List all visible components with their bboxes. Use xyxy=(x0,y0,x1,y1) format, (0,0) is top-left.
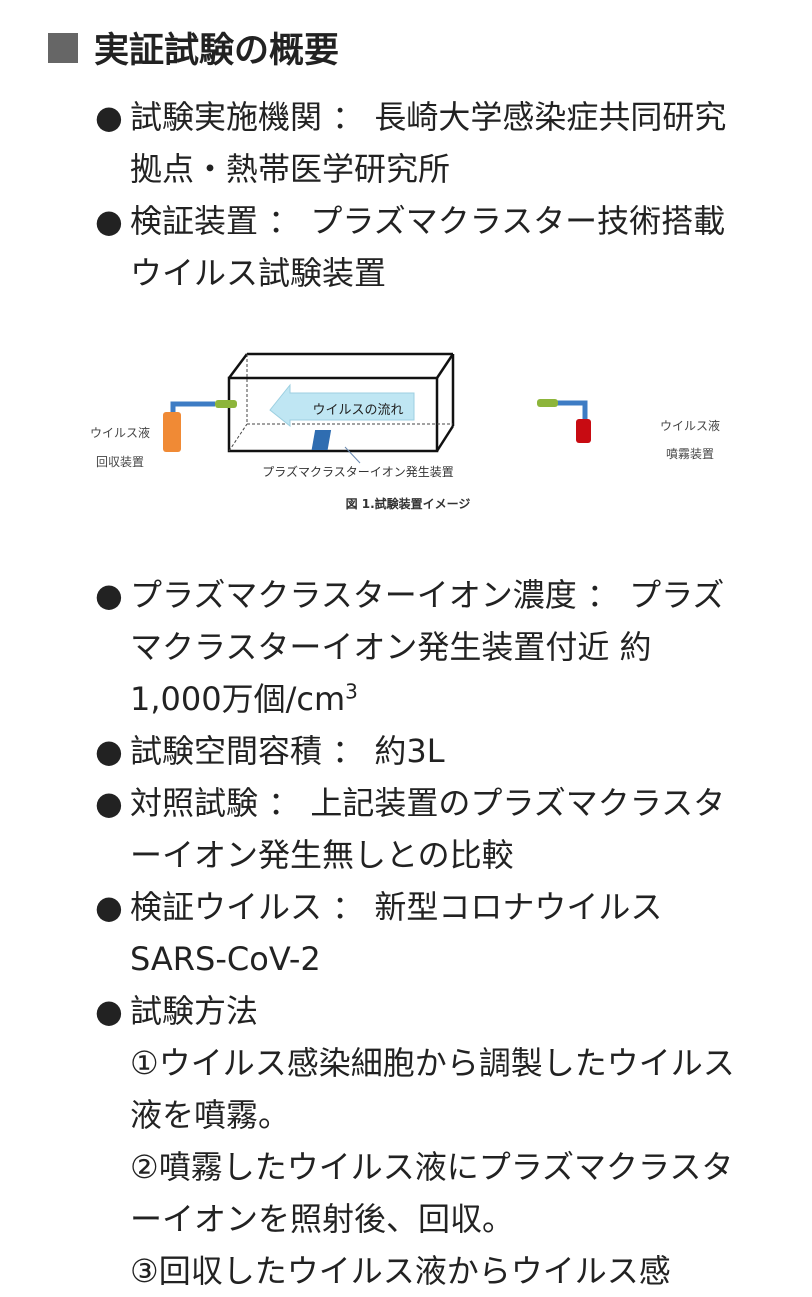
top-list: ●試験実施機関 ： 長崎大学感染症共同研究拠点・熱帯医学研究所 ●検証装置 ： … xyxy=(95,91,740,299)
item-text: 試験実施機関 ： 長崎大学感染症共同研究拠点・熱帯医学研究所 xyxy=(130,98,727,188)
generator-label: プラズマクラスターイオン発生装置 xyxy=(262,464,454,479)
collect-label: ウイルス液 xyxy=(90,425,150,440)
list-item: ●プラズマクラスターイオン濃度 ： プラズマクラスターイオン発生装置付近 約1,… xyxy=(95,569,740,725)
item-text: 試験空間容積 ： 約3L xyxy=(130,732,445,770)
step: ①ウイルス感染細胞から調製したウイルス液を噴霧。 xyxy=(130,1044,735,1134)
step: ③回収したウイルス液からウイルス感 xyxy=(130,1252,671,1290)
bullet-icon: ● xyxy=(95,888,123,926)
item-text: プラズマクラスターイオン濃度 ： プラズマクラスターイオン発生装置付近 約1,0… xyxy=(130,576,725,718)
bullet-icon: ● xyxy=(95,732,123,770)
collection-cylinder xyxy=(163,412,181,452)
collect-label: 回収装置 xyxy=(96,455,144,469)
bottom-list: ●プラズマクラスターイオン濃度 ： プラズマクラスターイオン発生装置付近 約1,… xyxy=(95,569,740,1297)
flow-label: ウイルスの流れ xyxy=(312,403,403,418)
square-bullet-icon xyxy=(48,32,78,63)
item-text: 試験方法 xyxy=(130,992,259,1030)
flow-arrow xyxy=(269,383,415,428)
test-device-diagram: ウイルスの流れ ウイルス液 回収装置 ウイルス液 噴霧装置 プラズマクラスターイ… xyxy=(90,352,720,511)
step: ②噴霧したウイルス液にプラズマクラスターイオンを照射後、回収。 xyxy=(130,1148,734,1238)
bullet-icon: ● xyxy=(95,98,123,136)
list-item: ●検証ウイルス ： 新型コロナウイルス SARS-CoV-2 xyxy=(95,881,740,985)
item-text: 対照試験 ： 上記装置のプラズマクラスターイオン発生無しとの比較 xyxy=(130,784,726,874)
figure-caption: 図 1.試験装置イメージ xyxy=(346,496,471,511)
spray-cylinder xyxy=(576,419,591,443)
spray-label: ウイルス液 xyxy=(660,418,720,433)
bullet-icon: ● xyxy=(95,576,123,614)
section-heading: 実証試験の概要 xyxy=(48,22,339,73)
list-item: ●検証装置 ： プラズマクラスター技術搭載ウイルス試験装置 xyxy=(95,195,740,299)
bullet-icon: ● xyxy=(95,202,123,240)
list-item: ●試験空間容積 ： 約3L xyxy=(95,725,740,777)
bullet-icon: ● xyxy=(95,992,123,1030)
superscript: 3 xyxy=(345,679,358,704)
item-text: 検証装置 ： プラズマクラスター技術搭載ウイルス試験装置 xyxy=(130,202,726,292)
ion-generator xyxy=(311,430,332,450)
list-item: ●試験方法 xyxy=(95,985,740,1037)
list-item: ●試験実施機関 ： 長崎大学感染症共同研究拠点・熱帯医学研究所 xyxy=(95,91,740,195)
spray-label: 噴霧装置 xyxy=(666,447,714,461)
heading-text: 実証試験の概要 xyxy=(94,31,340,71)
bullet-icon: ● xyxy=(95,784,123,822)
item-text: 検証ウイルス ： 新型コロナウイルス SARS-CoV-2 xyxy=(130,888,663,978)
list-item: ●対照試験 ： 上記装置のプラズマクラスターイオン発生無しとの比較 xyxy=(95,777,740,881)
